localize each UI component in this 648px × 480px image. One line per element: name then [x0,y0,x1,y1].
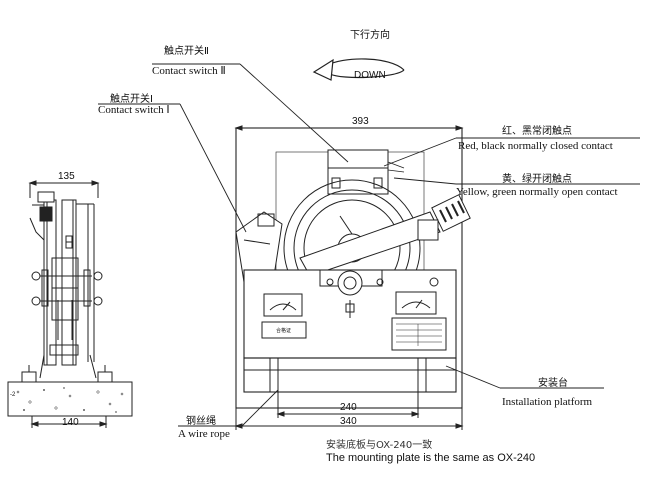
wire-rope-label-cn: 钢丝绳 [186,416,216,427]
direction-label-cn: 下行方向 [350,30,390,41]
switch1-label-en: Contact switch Ⅰ [98,104,170,116]
switch1-label-cn: 触点开关Ⅰ [110,94,153,105]
red-black-label-cn: 红、黑常闭触点 [502,126,572,137]
mounting-note-cn: 安装底板与OX-240一致 [326,440,433,451]
side-view [7,180,133,428]
dimension-base-outer: 340 [340,416,357,427]
certificate-plate-text: 合格证 [276,328,292,334]
wire-rope-label-en: A wire rope [178,428,230,440]
dimension-side-bottom: 140 [62,417,79,428]
mounting-note-en: The mounting plate is the same as OX-240 [326,452,536,464]
front-view [234,125,471,430]
yellow-green-label-en: Yellow, green normally open contact [456,186,618,198]
dimension-top-width: 393 [352,116,369,127]
platform-label-cn: 安装台 [538,378,568,389]
switch2-label-en: Contact switch Ⅱ [152,65,226,77]
dimension-base-inner: 240 [340,402,357,413]
callout-leaders [98,63,640,427]
red-black-label-en: Red, black normally closed contact [458,140,613,152]
svg-text:-2: -2 [10,392,16,398]
yellow-green-label-cn: 黄、绿开闭触点 [502,174,572,185]
switch2-label-cn: 触点开关Ⅱ [164,46,209,57]
direction-label-en: DOWN [354,70,386,81]
platform-label-en: Installation platform [502,396,593,408]
dimension-side-top: 135 [58,171,75,182]
down-direction-arrow [312,58,405,81]
